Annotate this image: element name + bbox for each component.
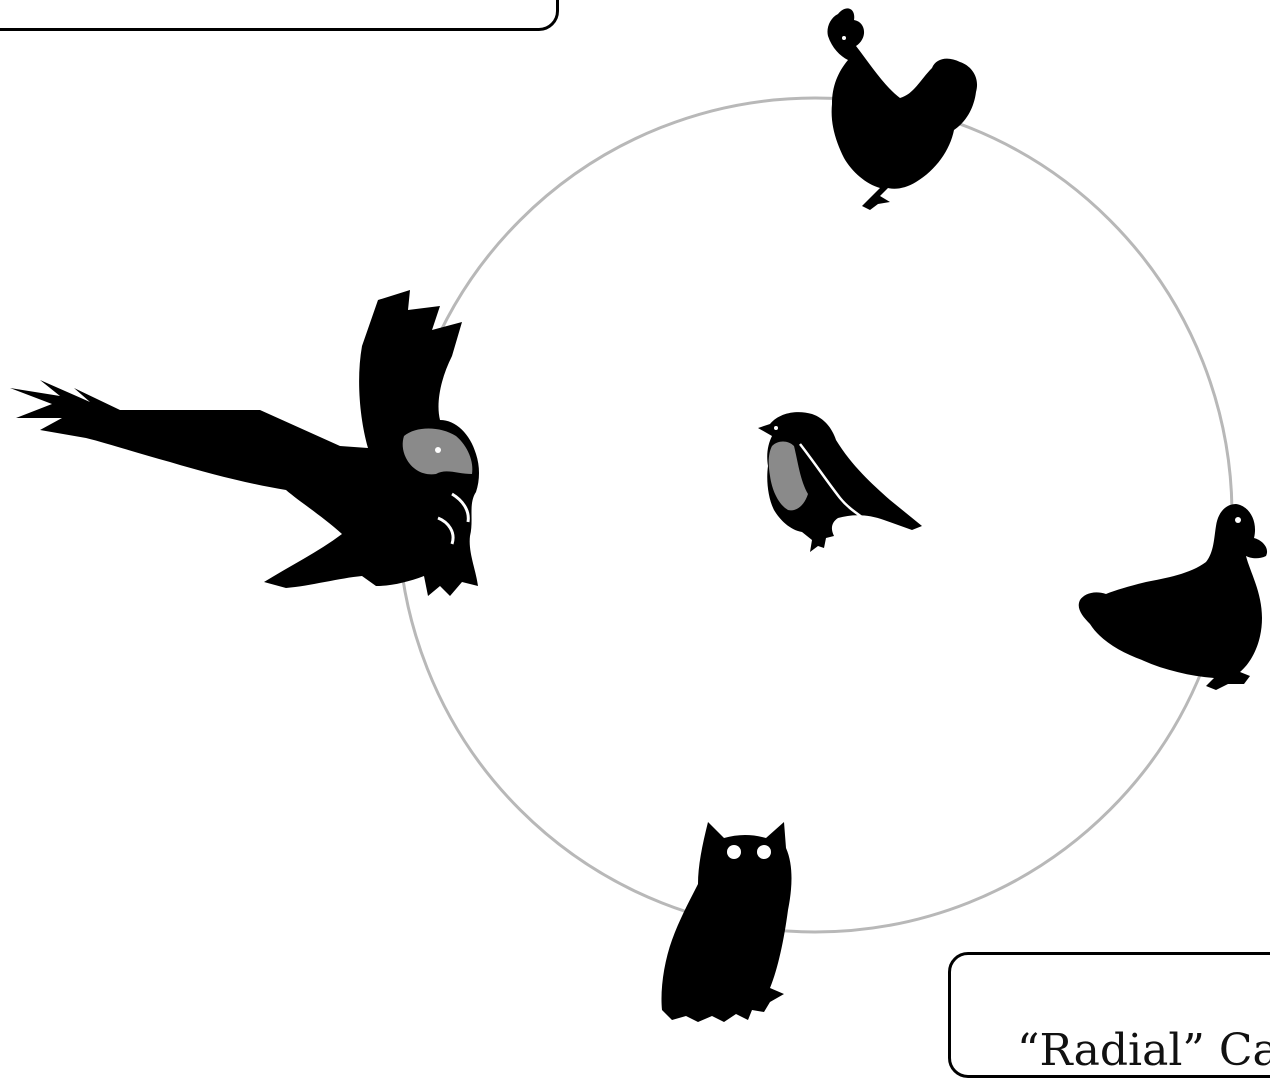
rooster-icon xyxy=(827,8,977,210)
caption-text: “Radial” Ca xyxy=(1017,1025,1270,1076)
owl-icon xyxy=(661,822,791,1022)
radial-diagram xyxy=(0,0,1270,1031)
robin-icon xyxy=(758,412,922,552)
caption-callout-box: “Radial” Ca xyxy=(948,952,1270,1078)
duck-icon xyxy=(1079,504,1267,690)
eagle-icon xyxy=(10,290,479,596)
